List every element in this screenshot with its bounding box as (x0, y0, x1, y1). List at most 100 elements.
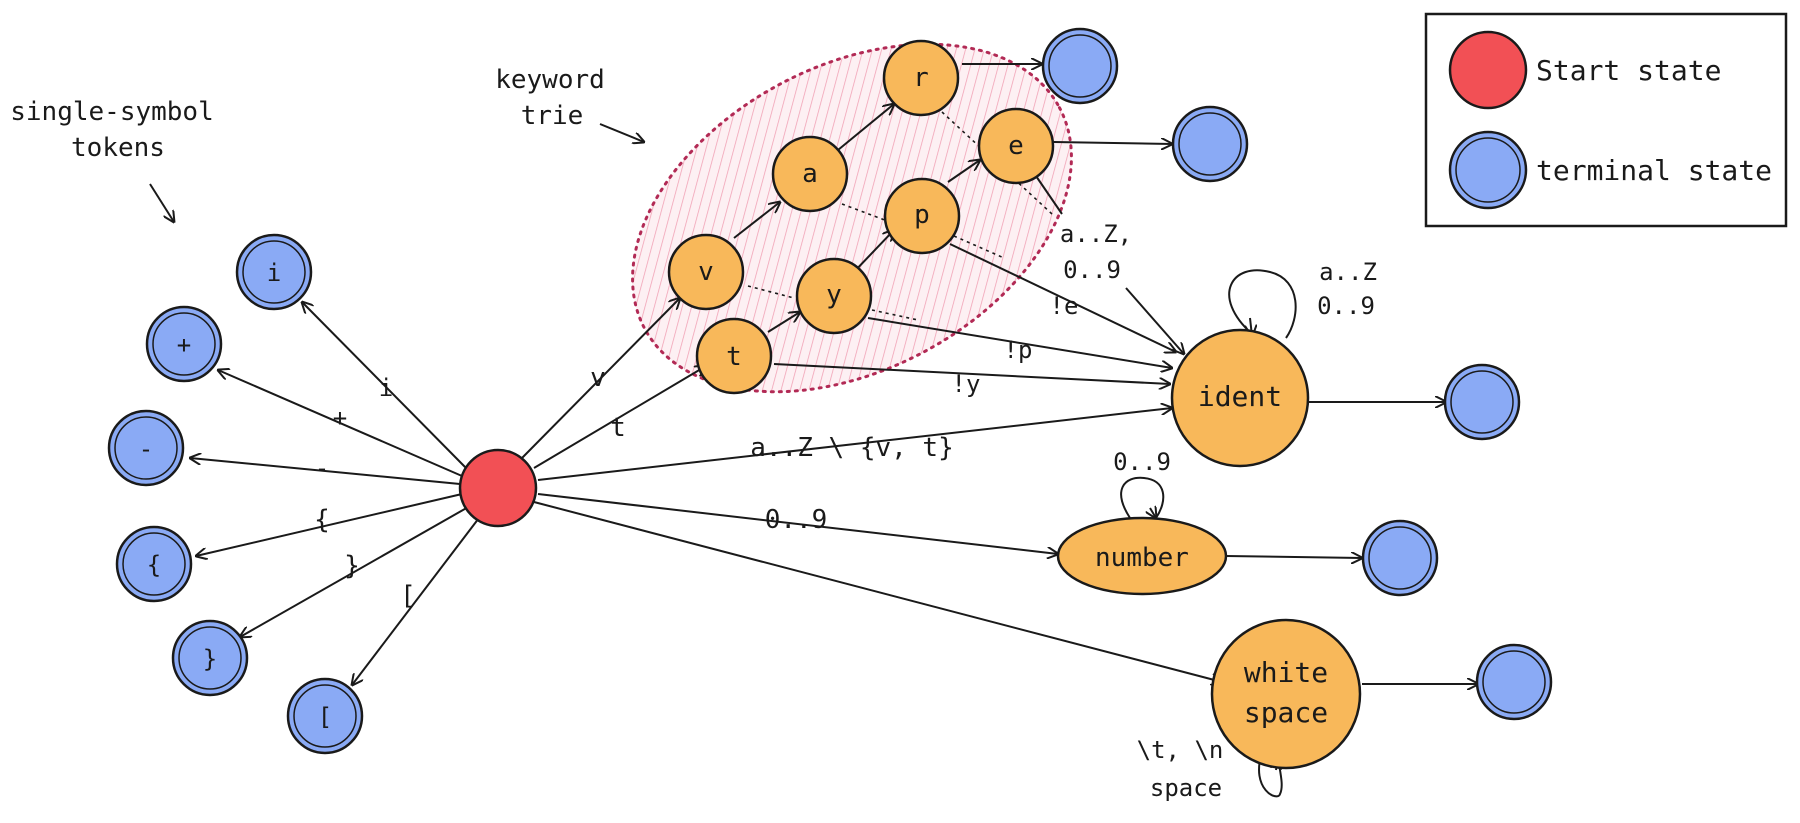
edge-start-to-ident (537, 408, 1172, 481)
edge-label-ident-loop-1: a..Z (1319, 258, 1377, 286)
legend-terminal-swatch (1448, 130, 1528, 210)
edge-label-v: v (590, 363, 606, 393)
edge-label-lbracket: [ (400, 581, 416, 611)
terminal-i: i (235, 233, 313, 311)
edge-v-to-a (733, 202, 780, 239)
legend-terminal-ring (1455, 137, 1521, 203)
terminal-after-r (1041, 27, 1119, 105)
edge-start-to-v (521, 298, 680, 459)
dotted-y-out (871, 309, 919, 321)
trie-node-a: a (771, 135, 849, 213)
terminal-after-ident (1443, 363, 1521, 441)
trie-node-r-label: r (913, 63, 929, 93)
edge-t-to-y (767, 312, 800, 333)
single-symbol-edges (190, 302, 483, 685)
annotation-keyword-trie-1: keyword (495, 65, 605, 95)
terminal-minus-label: - (139, 435, 153, 463)
edge-e-to-terminal (1053, 142, 1172, 144)
trie-node-e: e (977, 107, 1055, 185)
terminal-after-whitespace (1475, 643, 1553, 721)
main-edges (149, 64, 1478, 798)
edge-label-ident-loop-2: 0..9 (1317, 292, 1375, 320)
edge-label-e-ident-2: 0..9 (1063, 256, 1121, 284)
whitespace-state: white space (1210, 618, 1362, 770)
terminal-rbrace-label: } (203, 645, 217, 673)
annotation-keyword-trie-2: trie (521, 101, 584, 131)
trie-nodes: v a r t y p e (667, 39, 1055, 395)
annotation-arrow-trie (599, 123, 644, 142)
start-state (458, 448, 538, 528)
edge-label-y-ident: !p (1004, 336, 1033, 364)
edge-start-to-number (537, 493, 1058, 554)
edge-start-to-whitespace (533, 501, 1222, 682)
legend-start-swatch (1448, 30, 1528, 110)
edge-to-i (302, 302, 469, 471)
edge-label-t-ident: !y (952, 370, 981, 398)
edge-labels: i + - { } [ v t a..Z \ {v, t} 0..9 0..9 … (314, 220, 1377, 802)
edge-y-to-ident (867, 317, 1172, 368)
edge-t-to-ident (773, 363, 1170, 384)
terminal-after-number (1361, 519, 1439, 597)
trie-node-r: r (882, 39, 960, 117)
edge-label-rbrace: } (344, 551, 360, 581)
edge-to-minus (190, 458, 461, 485)
terminal-rbrace: } (171, 619, 249, 697)
legend-terminal-label: terminal state (1536, 154, 1772, 187)
trie-node-t: t (695, 317, 773, 395)
edge-label-lbrace: { (314, 505, 330, 535)
terminal-plus: + (145, 305, 223, 383)
edge-to-plus (218, 370, 463, 477)
dotted-a-p (841, 203, 891, 223)
edge-label-ws-loop-1: \t, \n (1137, 736, 1224, 764)
annotation-single-symbol-1: single-symbol (10, 97, 214, 127)
edge-label-i: i (379, 374, 393, 402)
number-self-loop (1120, 476, 1165, 519)
edge-label-minus: - (315, 454, 329, 482)
ident-state-label: ident (1198, 380, 1282, 413)
annotations: single-symbol tokens keyword trie (10, 65, 605, 163)
edge-label-plus: + (333, 404, 347, 432)
trie-node-v-label: v (698, 257, 714, 287)
edge-to-rbrace (240, 505, 471, 637)
edge-label-number-loop: 0..9 (1113, 448, 1171, 476)
trie-node-a-label: a (802, 159, 818, 189)
terminal-i-label: i (267, 259, 281, 287)
trie-node-p-label: p (914, 200, 930, 230)
edge-to-lbracket (352, 513, 483, 685)
trie-node-e-label: e (1008, 131, 1024, 161)
dotted-p-out (953, 235, 1005, 259)
edge-label-e-ident-1: a..Z, (1060, 220, 1132, 248)
trie-node-y: y (795, 257, 873, 335)
edge-a-to-r (837, 104, 894, 151)
terminal-plus-label: + (177, 331, 191, 359)
number-state-label: number (1095, 543, 1189, 573)
single-symbol-terminals: i + - { } [ (107, 233, 364, 755)
edge-label-t: t (610, 413, 626, 443)
terminal-lbrace: { (115, 525, 193, 603)
terminal-after-e (1171, 105, 1249, 183)
terminal-minus: - (107, 409, 185, 487)
edge-label-to-number: 0..9 (765, 505, 828, 535)
edge-e-to-ident (1125, 287, 1184, 354)
ident-state: ident (1170, 328, 1310, 468)
dotted-v-y (747, 285, 795, 299)
annotation-arrow-symbols (149, 183, 174, 222)
trie-node-t-label: t (726, 342, 742, 372)
edge-start-to-t (533, 366, 706, 469)
edge-e-to-ident-part (1035, 175, 1063, 215)
number-loop-arrowhead (1150, 508, 1156, 518)
edge-y-to-p (851, 230, 894, 275)
ident-self-loop (1228, 269, 1297, 339)
edge-label-p-ident: !e (1050, 292, 1079, 320)
terminal-lbracket-label: [ (318, 703, 332, 731)
annotation-single-symbol-2: tokens (71, 133, 165, 163)
edge-p-to-e (947, 160, 980, 183)
terminal-lbrace-label: { (147, 551, 161, 579)
terminal-lbracket: [ (286, 677, 364, 755)
whitespace-self-loop (1258, 751, 1283, 798)
legend: Start state terminal state (1424, 12, 1788, 228)
number-state: number (1056, 516, 1228, 596)
edge-to-lbrace (196, 493, 463, 556)
